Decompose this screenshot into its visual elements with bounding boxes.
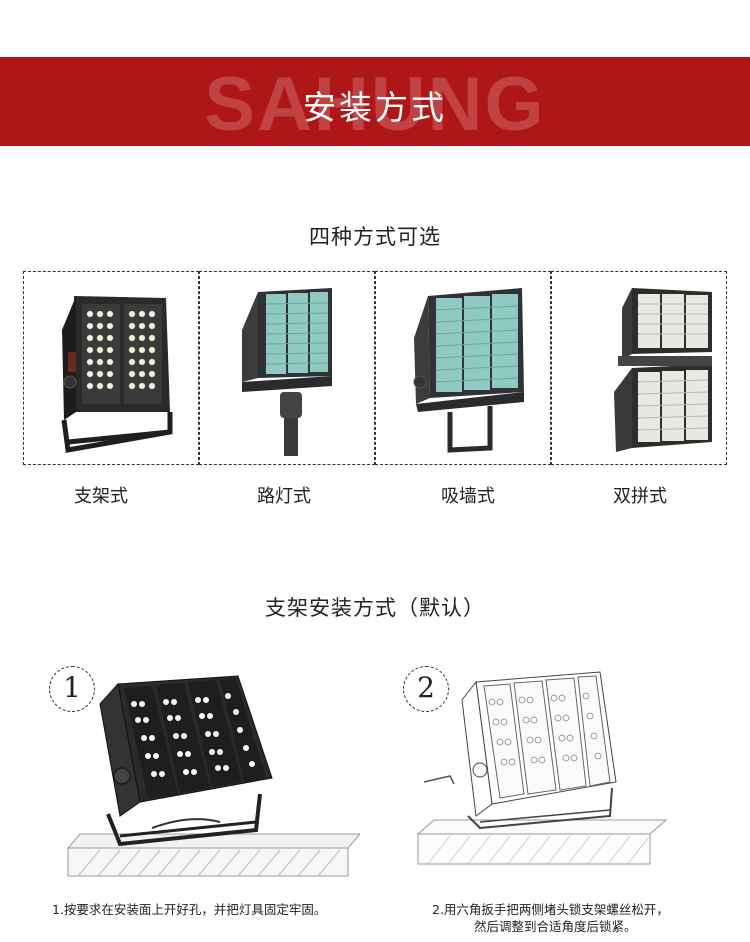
step-2-text-line1: 2.用六角扳手把两侧堵头锁支架螺丝松开，: [432, 902, 669, 917]
step-2-text-line2: 然后调整到合适角度后锁紧。: [474, 919, 637, 934]
bracket-mount-light-image: [61, 296, 173, 453]
option-label-double: 双拼式: [613, 486, 667, 507]
step-2-badge: 2: [403, 666, 449, 712]
street-mount-light-image: [242, 288, 332, 456]
double-mount-light-image: [614, 288, 712, 452]
install-options: [23, 271, 727, 465]
option-panel-bracket: [23, 271, 199, 465]
header-banner: SAHUNG 安装方式: [0, 57, 750, 146]
option-label-bracket: 支架式: [74, 486, 128, 507]
step-1-badge: 1: [49, 666, 95, 712]
option-label-street: 路灯式: [257, 486, 311, 507]
option-panel-double: [551, 271, 727, 465]
step-1-text: 1.按要求在安装面上开好孔，并把灯具固定牢固。: [52, 902, 327, 917]
option-panel-wall: [375, 271, 551, 465]
page-title: 安装方式: [303, 88, 447, 127]
brand-watermark: SAHUNG: [204, 62, 546, 146]
option-panel-street: [199, 271, 375, 465]
wall-mount-light-image: [413, 288, 524, 453]
option-label-wall: 吸墙式: [441, 486, 495, 507]
section-title-options: 四种方式可选: [309, 225, 441, 249]
step-1-illustration: [66, 675, 360, 877]
section-title-bracket-install: 支架安装方式（默认）: [265, 596, 485, 620]
step-2-illustration: [416, 671, 668, 865]
